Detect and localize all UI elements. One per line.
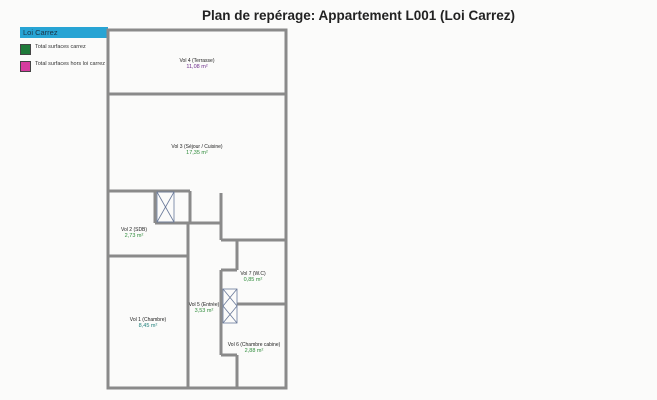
room-name: Vol 6 (Chambre cabine) (227, 342, 281, 348)
room-name: Vol 2 (SDB) (120, 227, 148, 233)
legend-label: Total surfaces carrez (35, 44, 86, 50)
green-swatch-icon (20, 44, 31, 55)
room-label-sejour: Vol 3 (Séjour / Cuisine) 17,35 m² (171, 144, 222, 156)
room-name: Vol 4 (Terrasse) (179, 58, 215, 64)
room-label-chambre: Vol 1 (Chambre) 8,45 m² (130, 317, 166, 329)
page-title: Plan de repérage: Appartement L001 (Loi … (201, 8, 516, 23)
room-label-chambre-cabine: Vol 6 (Chambre cabine) 2,88 m² (228, 342, 281, 354)
room-area: 2,88 m² (244, 348, 264, 354)
pink-swatch-icon (20, 61, 31, 72)
room-name: Vol 3 (Séjour / Cuisine) (171, 144, 223, 150)
legend-item-carrez: Total surfaces carrez (20, 44, 105, 55)
room-area: 17,35 m² (186, 150, 208, 156)
room-label-sdb: Vol 2 (SDB) 2,73 m² (121, 227, 147, 239)
legend: Loi Carrez Total surfaces carrez Total s… (20, 27, 108, 72)
duct-icon (222, 288, 238, 324)
outer-wall (106, 28, 288, 390)
room-area: 8,45 m² (138, 323, 158, 329)
room-area: 2,73 m² (124, 233, 144, 239)
legend-item-hors-carrez: Total surfaces hors loi carrez (20, 61, 105, 72)
room-area: 0,85 m² (243, 277, 263, 283)
room-area: 3,53 m² (194, 308, 214, 314)
legend-label: Total surfaces hors loi carrez (35, 61, 105, 67)
room-label-entree: Vol 5 (Entrée) 3,53 m² (189, 302, 220, 314)
duct-icon (156, 191, 175, 223)
room-name: Vol 1 (Chambre) (129, 317, 167, 323)
legend-header: Loi Carrez (20, 27, 108, 38)
room-name: Vol 7 (W.C) (240, 271, 266, 277)
room-label-terrasse: Vol 4 (Terrasse) 11,08 m² (179, 58, 214, 70)
room-name: Vol 5 (Entrée) (188, 302, 220, 308)
room-area: 11,08 m² (186, 64, 208, 70)
room-label-wc: Vol 7 (W.C) 0,85 m² (240, 271, 265, 283)
